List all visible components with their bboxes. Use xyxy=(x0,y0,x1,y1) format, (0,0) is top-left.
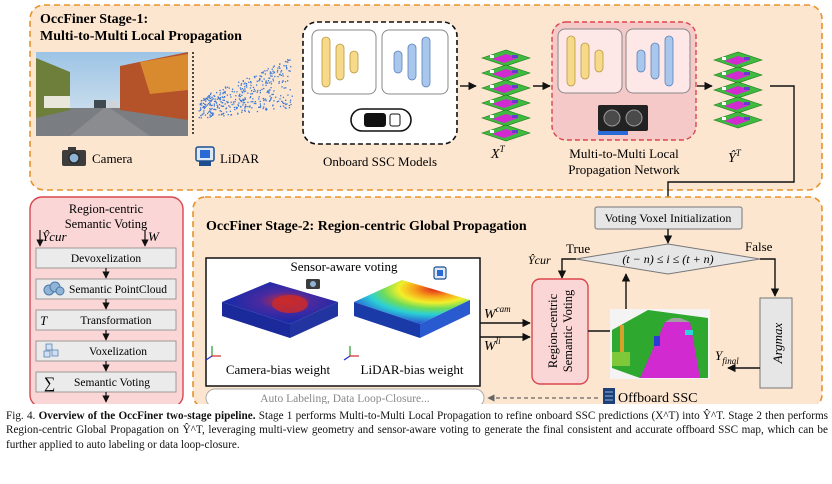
car-icon xyxy=(350,108,412,132)
axis-icon xyxy=(205,346,359,361)
yfinal-label: Yfinal xyxy=(715,348,739,366)
sensor-voting-label: Sensor-aware voting xyxy=(291,259,398,274)
camera-image xyxy=(36,52,188,136)
network-label-line2: Propagation Network xyxy=(568,162,680,177)
figure-caption: Fig. 4. Overview of the OccFiner two-sta… xyxy=(6,409,828,452)
voting-step-label: Semantic PointCloud xyxy=(69,284,167,296)
offboard-ssc-map xyxy=(610,309,710,379)
voting-step-label: Voxelization xyxy=(89,346,147,358)
server-icon xyxy=(603,388,615,404)
offboard-label: Offboard SSC xyxy=(618,391,697,404)
auto-labeling-box xyxy=(205,388,485,404)
voting-title-line1: Region-centric xyxy=(69,202,144,216)
condition-text: (t − n) ≤ i ≤ (t + n) xyxy=(622,252,713,266)
condition-diamond xyxy=(575,243,761,275)
arrow-true xyxy=(557,258,576,279)
caption-text: Stage 1 performs Multi-to-Multi Local Pr… xyxy=(6,410,829,451)
onboard-ssc-label: Onboard SSC Models xyxy=(323,154,437,169)
stage1-panel: OccFiner Stage-1: Multi-to-Multi Local P… xyxy=(29,4,823,191)
camera-weight-label: Camera-bias weight xyxy=(226,362,331,377)
cloud-icon xyxy=(43,281,65,296)
camera-mini-icon xyxy=(306,279,320,289)
sum-icon: ∑ xyxy=(44,375,55,392)
rc-voting-line2: Semantic Voting xyxy=(561,289,575,372)
lidar-weight-label: LiDAR-bias weight xyxy=(361,362,464,377)
camera-icon xyxy=(62,147,86,166)
rc-voting-box xyxy=(531,278,589,385)
wcam-label: Wcam xyxy=(484,304,511,322)
ycur-label: Ŷcur xyxy=(528,253,551,267)
auto-labeling-label: Auto Labeling, Data Loop-Closure... xyxy=(260,393,430,404)
camera-weight-volume xyxy=(222,282,338,338)
voting-step-label: Semantic Voting xyxy=(74,377,150,389)
lidar-pointcloud xyxy=(198,59,293,119)
wli-label: Wli xyxy=(484,336,501,354)
true-label: True xyxy=(566,241,590,256)
stage2-panel: OccFiner Stage-2: Region-centric Global … xyxy=(192,196,823,404)
arrow-yt-to-stage2 xyxy=(663,85,795,206)
false-label: False xyxy=(745,239,773,254)
voting-step-label: Transformation xyxy=(80,315,151,327)
lidar-mini-icon xyxy=(433,266,447,280)
stage1-title-line2: Multi-to-Multi Local Propagation xyxy=(40,29,242,44)
argmax-box xyxy=(759,297,793,389)
caption-bold: Overview of the OccFiner two-stage pipel… xyxy=(38,410,256,422)
propagation-network-box xyxy=(551,21,697,141)
voting-title-line2: Semantic Voting xyxy=(65,217,148,231)
lidar-label: LiDAR xyxy=(220,151,259,166)
arrow-false xyxy=(760,258,780,297)
pipeline-diagram: OccFiner Stage-1: Multi-to-Multi Local P… xyxy=(29,4,823,404)
xt-label: XT xyxy=(490,144,506,162)
rc-voting-line1: Region-centric xyxy=(546,293,560,368)
lidar-icon xyxy=(195,146,215,166)
voting-step-label: Devoxelization xyxy=(71,253,142,265)
voting-input-ycur: Ŷcur xyxy=(42,229,68,244)
stage2-title: OccFiner Stage-2: Region-centric Global … xyxy=(206,219,527,234)
xt-voxel-stack xyxy=(481,49,531,142)
cubes-icon xyxy=(43,343,59,358)
argmax-label: Argmax xyxy=(770,322,785,364)
voting-init-label: Voting Voxel Initialization xyxy=(605,211,732,225)
voting-procedure-panel: Region-centric Semantic Voting Ŷcur W De… xyxy=(29,196,184,404)
camera-label: Camera xyxy=(92,151,133,166)
onboard-ssc-models-box xyxy=(302,21,458,145)
yt-voxel-stack xyxy=(713,51,763,129)
transform-symbol: T xyxy=(40,313,48,328)
lidar-weight-volume xyxy=(354,280,470,338)
caption-fig: Fig. 4. xyxy=(6,410,36,422)
network-label-line1: Multi-to-Multi Local xyxy=(569,146,679,161)
yt-label: ŶT xyxy=(728,148,742,166)
voting-input-w: W xyxy=(148,229,160,244)
gpu-icon xyxy=(598,105,648,135)
stage1-title-line1: OccFiner Stage-1: xyxy=(40,12,148,27)
